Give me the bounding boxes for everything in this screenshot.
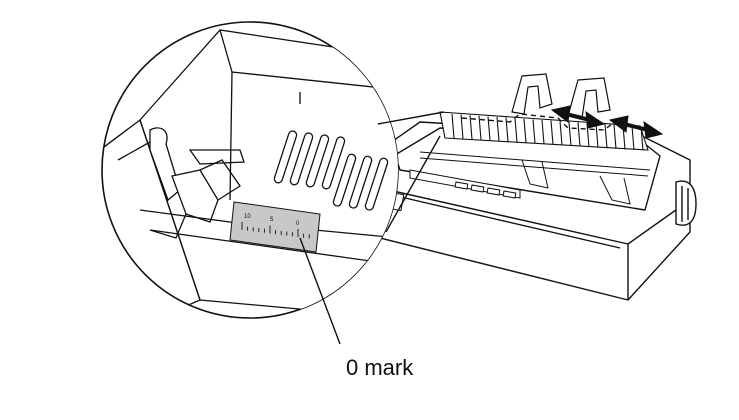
printer-body <box>379 121 697 301</box>
scale-label-10: 10 <box>244 214 251 220</box>
platen-rib <box>577 122 581 147</box>
platen-rib <box>631 125 635 151</box>
vent-slot <box>289 132 314 186</box>
platen <box>439 111 649 151</box>
platen-rib <box>496 116 500 142</box>
platen-rib <box>532 119 536 144</box>
platen-rib <box>487 116 491 141</box>
vent-slot <box>321 136 346 190</box>
vent-slot <box>305 134 330 188</box>
platen-rib <box>523 118 527 143</box>
zoom-connector-lines <box>377 111 445 233</box>
vent-slot <box>273 130 298 184</box>
vent-slot <box>364 157 389 211</box>
platen-rib <box>514 118 518 143</box>
callout-leader-line <box>299 237 341 345</box>
vent-slot <box>348 155 373 209</box>
scale-label-0: 0 <box>296 221 300 227</box>
adjust-arrow-left <box>550 105 606 129</box>
scale-ticks <box>241 222 310 239</box>
platen-rib <box>550 120 554 145</box>
paper-supports <box>511 73 611 119</box>
zero-mark-label: 0 mark <box>346 355 414 380</box>
platen-rib <box>613 124 617 149</box>
vent-slot <box>332 153 357 207</box>
adjust-arrow-right <box>608 115 664 139</box>
platen-rib <box>586 122 590 148</box>
platen-rib <box>559 121 563 146</box>
platen-rib <box>541 119 545 145</box>
platen-rib <box>604 124 608 149</box>
platen-rib <box>469 115 473 140</box>
platen-rib <box>505 117 509 142</box>
control-panel <box>384 169 521 212</box>
platen-rib <box>595 123 599 148</box>
paper-guide-dashed <box>461 113 649 131</box>
platen-rib <box>478 115 482 140</box>
platen-rib <box>640 126 644 151</box>
magnify-circle: 10 5 0 <box>101 21 399 319</box>
vent-slots <box>273 130 389 211</box>
scale-label-5: 5 <box>270 217 274 223</box>
platen-rib <box>451 113 455 139</box>
roller-shafts <box>419 151 651 205</box>
platen-ribs <box>451 113 644 151</box>
platen-rib <box>460 114 464 139</box>
scale-plate: 10 5 0 <box>229 201 321 253</box>
platen-rib <box>568 121 572 146</box>
